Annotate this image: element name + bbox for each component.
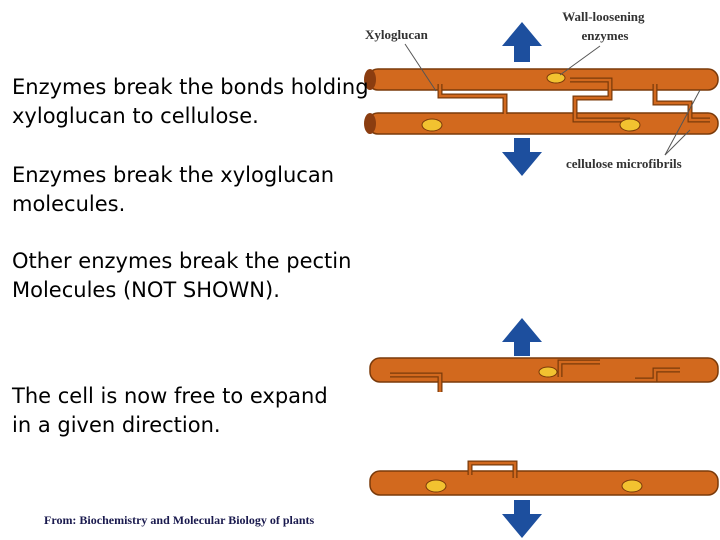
caption-cell-expands: The cell is now free to expand in a give… [12,382,328,440]
cellulose-microfibril [369,470,719,496]
microfibril-end [364,69,376,90]
xyloglucan-label: Xyloglucan [365,27,429,42]
caption-line: molecules. [12,192,126,216]
label-pointer [559,45,601,76]
enzyme [619,118,641,132]
enzyme [546,72,566,84]
caption-line: The cell is now free to expand [12,384,328,408]
caption-line: Enzymes break the bonds holding [12,75,369,99]
arrow-up-icon [502,318,542,356]
label-pointer [664,129,691,156]
arrow-up-icon [502,22,542,62]
label-pointer [664,89,701,156]
cellulose-microfibril [367,68,719,91]
caption-bonds-broken: Enzymes break the bonds holding xylogluc… [12,73,369,131]
enzyme [621,479,643,493]
caption-line: xyloglucan to cellulose. [12,104,259,128]
wall-loosening-line: Wall-loosening [562,9,645,24]
wall-loosening-label: Wall-loosening enzymes [562,9,648,43]
source-credit: From: Biochemistry and Molecular Biology… [44,513,315,527]
caption-line: in a given direction. [12,413,221,437]
cellulose-microfibril [367,112,719,135]
caption-pectin: Other enzymes break the pectin Molecules… [12,247,351,305]
caption-line: Molecules (NOT SHOWN). [12,278,280,302]
xyloglucan-fragment [635,368,680,382]
xyloglucan-fragment [558,360,600,377]
caption-line: Other enzymes break the pectin [12,249,352,273]
caption-xyloglucan-broken: Enzymes break the xyloglucan molecules. [12,161,334,219]
enzyme [538,366,558,378]
top-illustration: Xyloglucan Wall-loosening enzymes cellul… [364,9,719,176]
label-pointer [404,43,437,92]
caption-line: Enzymes break the xyloglucan [12,163,335,187]
enzyme [421,118,443,132]
enzyme [425,479,447,493]
bottom-illustration [369,318,719,538]
xyloglucan-strand [438,84,507,114]
xyloglucan-fragment [468,461,517,478]
cellulose-microfibrils-label: cellulose microfibrils [566,156,682,171]
arrow-down-icon [502,500,542,538]
wall-loosening-line: enzymes [582,28,629,43]
xyloglucan-strand [653,84,710,122]
xyloglucan-strand [570,78,630,122]
microfibril-end [364,113,376,134]
xyloglucan-fragment [390,373,442,392]
arrow-down-icon [502,138,542,176]
